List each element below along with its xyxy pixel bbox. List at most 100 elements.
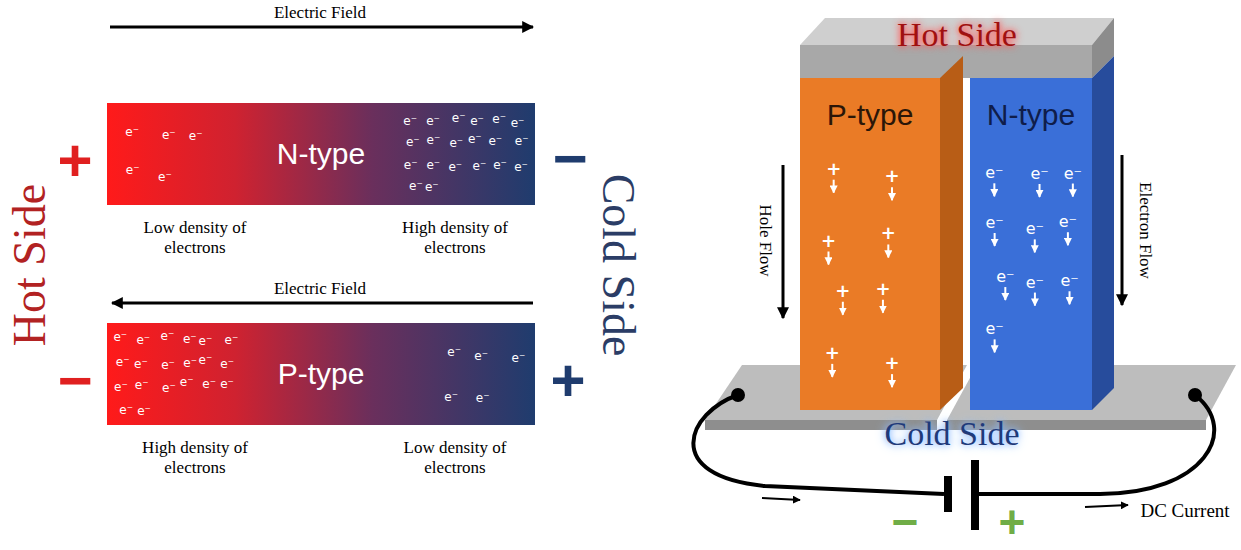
current-arrow [762,498,800,500]
field-arrow [110,26,533,29]
density-label: Low density of electrons [380,438,530,477]
flow-label: Hole Flow [757,204,774,276]
electron: e⁻ [116,356,130,368]
hole: + [835,282,850,300]
electron: e⁻ [476,392,490,404]
battery-sign: − [892,499,919,545]
current-label: DC Current [1140,501,1229,520]
electron: e⁻ [985,215,1003,231]
side-label: Hot Side [7,184,53,346]
electron: e⁻ [985,165,1003,181]
electron: e⁻ [161,359,175,371]
electron: e⁻ [134,358,148,370]
terminal-dot [1188,388,1202,402]
battery-plate [971,460,979,530]
electron: e⁻ [220,378,234,390]
electron: e⁻ [199,335,213,347]
leg-side [1092,56,1114,410]
electron: e⁻ [180,376,194,388]
electron: e⁻ [985,321,1003,337]
electron: e⁻ [225,334,239,346]
flow-arrow [782,165,785,318]
electron: e⁻ [514,161,528,173]
electron: e⁻ [493,159,507,171]
polarity-sign: + [550,346,585,415]
hole: + [881,224,896,242]
electron: e⁻ [202,378,216,390]
electron: e⁻ [183,357,197,369]
hole: + [884,354,899,372]
electron: e⁻ [511,117,525,129]
electron: e⁻ [162,382,176,394]
electron: e⁻ [1064,166,1082,182]
hole: + [825,344,840,362]
electron: e⁻ [470,115,484,127]
node-text: P-type [827,98,914,132]
density-label: Low density of electrons [120,218,270,257]
hot-plate: Hot Side [800,14,1114,78]
electron: e⁻ [1026,221,1044,237]
electron: e⁻ [125,126,139,138]
hole: + [884,167,899,185]
electron: e⁻ [515,135,529,147]
electron: e⁻ [468,133,482,145]
electron: e⁻ [488,135,502,147]
electron: e⁻ [1060,273,1078,289]
electron: e⁻ [404,159,418,171]
node-text: Hot Side [897,16,1017,54]
electron: e⁻ [403,115,417,127]
flow-label: Electron Flow [1136,182,1153,279]
electron: e⁻ [158,171,172,183]
leg-side [940,56,963,410]
electron: e⁻ [136,334,150,346]
electron: e⁻ [449,137,463,149]
electron: e⁻ [426,159,440,171]
electron: e⁻ [162,129,176,141]
electron: e⁻ [474,350,488,362]
electron: e⁻ [473,160,487,172]
field-arrow [112,302,533,305]
electron: e⁻ [406,136,420,148]
electron: e⁻ [189,130,203,142]
field-label: Electric Field [274,3,366,23]
electron: e⁻ [113,331,127,343]
electron: e⁻ [114,381,128,393]
electron: e⁻ [427,134,441,146]
electron: e⁻ [492,113,506,125]
side-label: Cold Side [595,174,641,357]
hole: + [875,280,890,298]
electron: e⁻ [1059,214,1077,230]
battery-sign: + [999,499,1026,545]
electron: e⁻ [119,404,133,416]
node-text: N-type [277,137,365,171]
current-arrow [1085,505,1128,507]
node-text: P-type [278,357,365,391]
side-label: Cold Side [884,417,1019,451]
electron: e⁻ [161,330,175,342]
electron: e⁻ [220,358,234,370]
electron: e⁻ [447,346,461,358]
polarity-sign: − [57,346,92,415]
hole: + [821,232,836,250]
electron: e⁻ [183,333,197,345]
node-text: N-type [987,98,1075,132]
density-label: High density of electrons [120,438,270,477]
polarity-sign: − [552,124,587,193]
n-type-leg: N-type [970,78,1092,410]
density-label: High density of electrons [380,218,530,257]
field-label: Electric Field [274,279,366,299]
electron: e⁻ [512,352,526,364]
electron: e⁻ [996,269,1014,285]
battery-plate [944,476,952,512]
hole: + [826,160,841,178]
electron: e⁻ [137,405,151,417]
electron: e⁻ [444,391,458,403]
electron: e⁻ [409,180,423,192]
terminal-dot [731,388,745,402]
electron: e⁻ [135,379,149,391]
electron: e⁻ [199,354,213,366]
electron: e⁻ [426,115,440,127]
electron: e⁻ [126,164,140,176]
electron: e⁻ [425,181,439,193]
electron: e⁻ [1026,275,1044,291]
